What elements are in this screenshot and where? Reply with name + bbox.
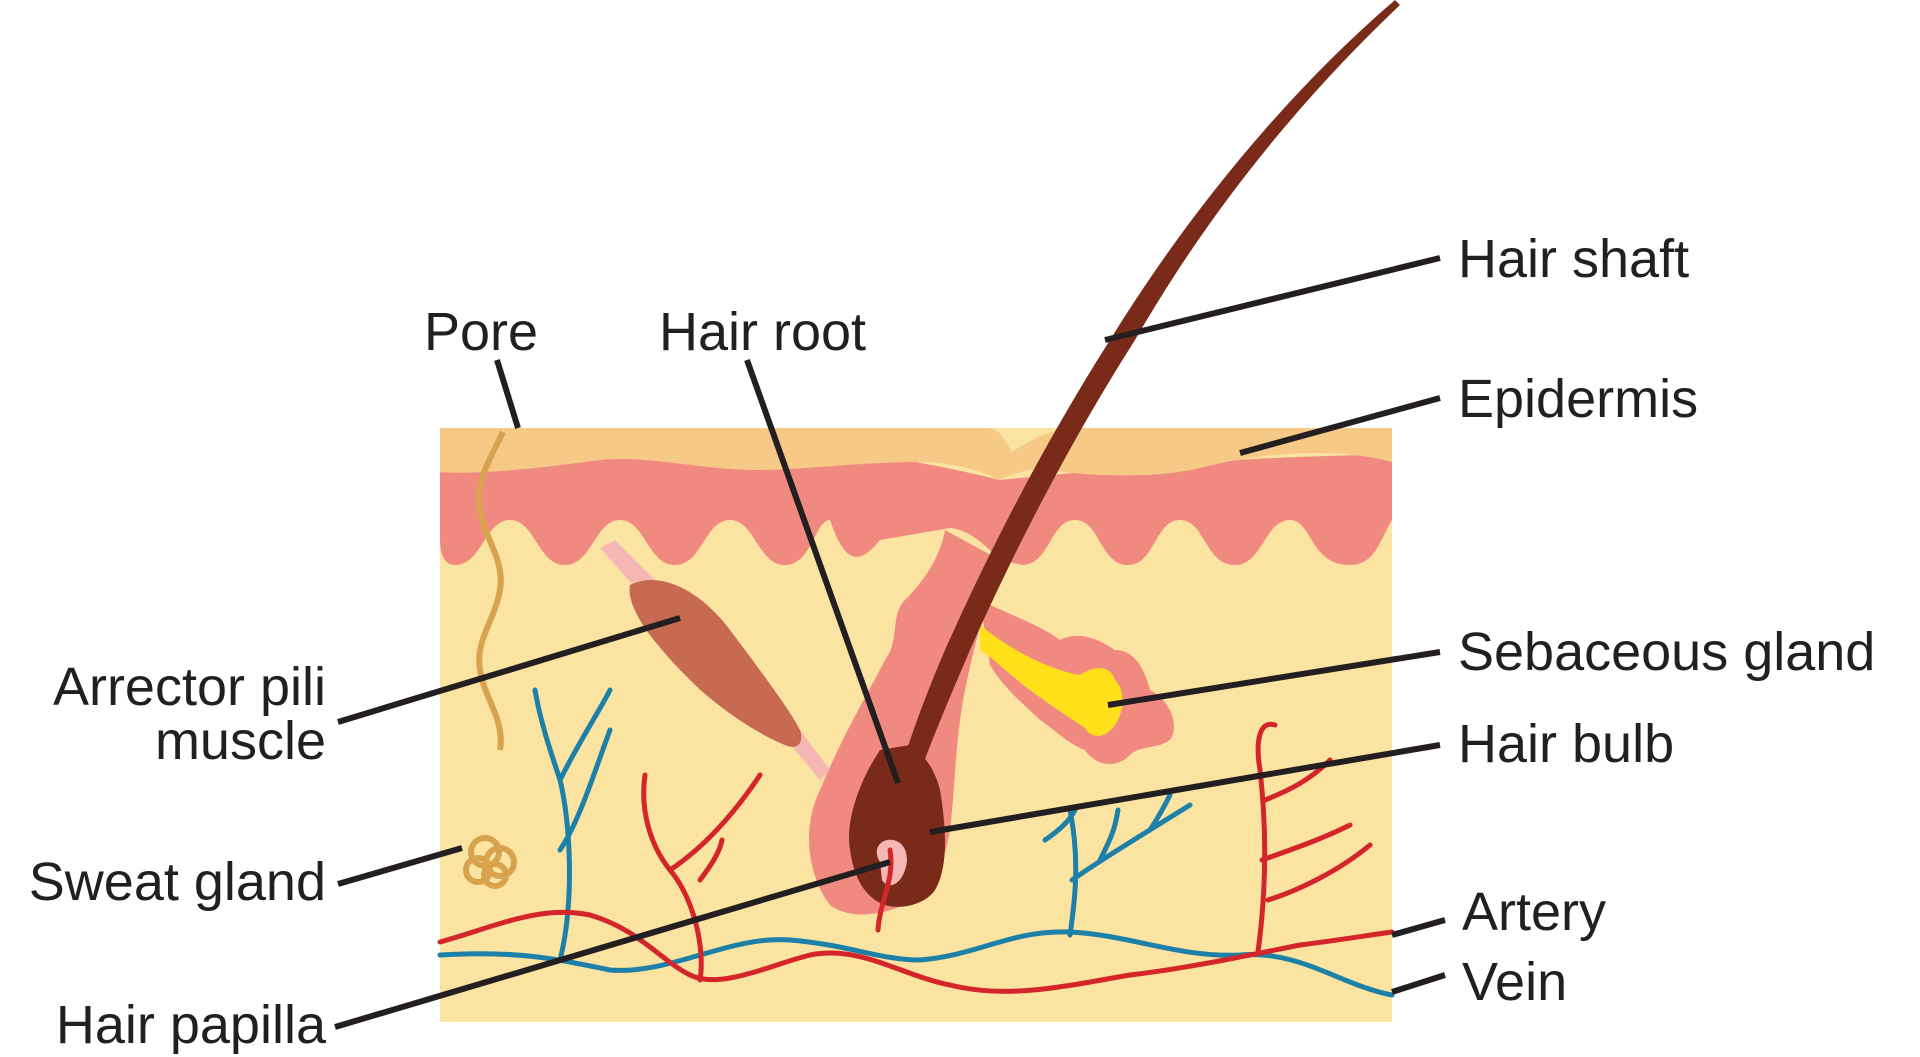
label-hair-bulb: Hair bulb <box>1458 714 1675 774</box>
leader-hair-root <box>744 358 901 785</box>
leader-hair-shaft <box>1104 255 1441 343</box>
leader-pore <box>494 359 521 429</box>
sweat-gland-coil <box>463 835 517 889</box>
arteries <box>437 721 1395 994</box>
label-hair-root: Hair root <box>659 302 867 362</box>
leader-lines <box>334 255 1446 1030</box>
label-hair-papilla: Hair papilla <box>55 995 326 1055</box>
label-epidermis: Epidermis <box>1458 369 1699 429</box>
label-pore: Pore <box>424 302 539 362</box>
dermal-papillae-layer <box>440 453 1392 565</box>
label-artery: Artery <box>1462 882 1607 942</box>
label-vein: Vein <box>1462 952 1568 1012</box>
leader-epidermis <box>1239 395 1441 456</box>
label-hair-shaft: Hair shaft <box>1458 229 1690 289</box>
leader-vein <box>1391 972 1446 995</box>
leader-hair-papilla <box>334 859 891 1030</box>
label-arrector-pili-line2: muscle <box>154 711 326 771</box>
leader-sebaceous-gland <box>1107 649 1441 708</box>
epidermis-layer <box>440 428 1392 480</box>
sweat-gland-duct <box>476 430 506 751</box>
label-sebaceous-gland: Sebaceous gland <box>1458 622 1876 682</box>
leader-sweat-gland <box>337 845 463 887</box>
label-arrector-pili-line1: Arrector pili <box>52 657 326 717</box>
leader-hair-bulb <box>929 742 1441 835</box>
leader-artery <box>1391 917 1446 938</box>
label-sweat-gland: Sweat gland <box>28 852 326 912</box>
leader-arrector-pili <box>337 615 681 725</box>
sebum <box>980 625 1123 736</box>
